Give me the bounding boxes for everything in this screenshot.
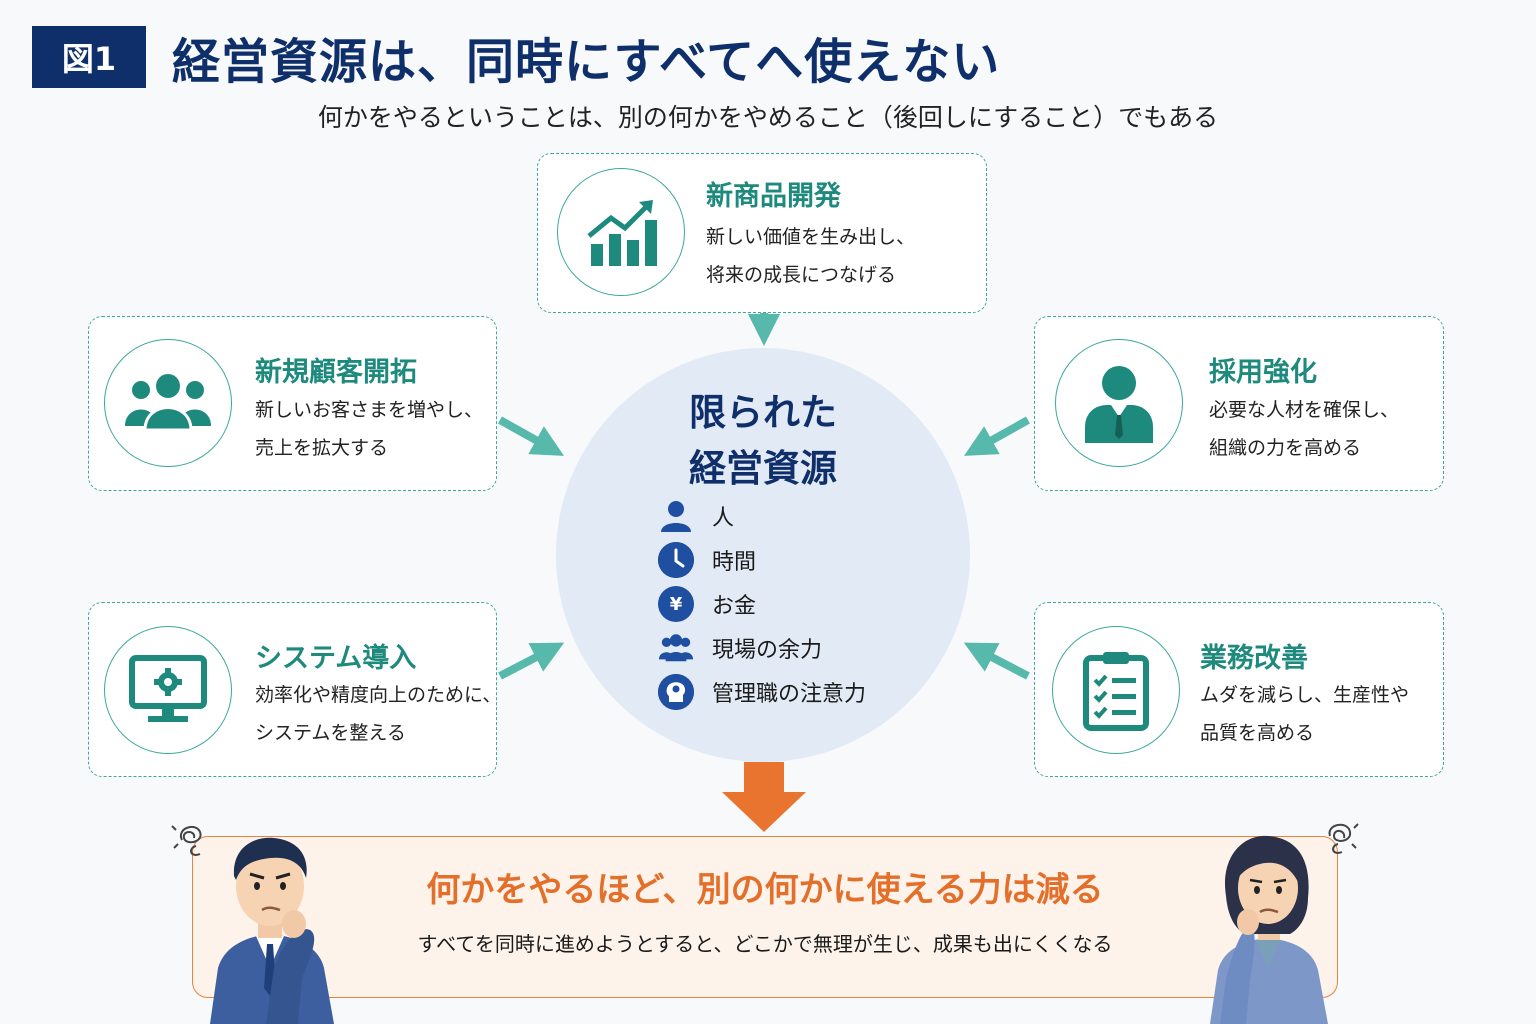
resource-list: 人 時間 ¥ お金 現場の余力 管理職の注意力: [658, 494, 866, 714]
figure-badge: 図1: [32, 26, 146, 88]
conclusion-box: [192, 836, 1338, 998]
resource-label: 管理職の注意力: [712, 682, 867, 707]
card-desc-line: 新しい価値を生み出し、: [706, 226, 916, 248]
card-desc-system: 効率化や精度向上のために、 システムを整える: [255, 676, 501, 752]
page-subtitle: 何かをやるということは、別の何かをやめること（後回しにすること）でもある: [317, 103, 1219, 132]
resource-item-time: 時間: [658, 538, 866, 582]
people-group-icon: [104, 339, 232, 467]
resource-item-field-capacity: 現場の余力: [658, 626, 866, 670]
businessperson-icon: [1055, 339, 1183, 467]
arrow-hiring: [964, 416, 1030, 456]
yen-icon: ¥: [658, 586, 694, 622]
card-desc-line: 将来の成長につなげる: [706, 264, 897, 286]
resource-item-money: ¥ お金: [658, 582, 866, 626]
arrow-improvement: [963, 642, 1030, 680]
card-title-system: システム導入: [255, 643, 417, 674]
center-resource-circle: [556, 348, 970, 762]
conclusion-title: 何かをやるほど、別の何かに使える力は減る: [426, 870, 1104, 910]
card-desc-new-product: 新しい価値を生み出し、 将来の成長につなげる: [706, 218, 915, 294]
card-desc-line: 品質を高める: [1200, 722, 1315, 744]
head-icon: [658, 674, 694, 710]
center-title: 限られた 経営資源: [556, 385, 970, 497]
conclusion-desc: すべてを同時に進めようとすると、どこかで無理が生じ、成果も出にくくなる: [417, 932, 1113, 956]
page-title: 経営資源は、同時にすべてへ使えない: [172, 34, 1001, 90]
person-icon: [658, 498, 694, 534]
clock-icon: [658, 542, 694, 578]
resource-label: お金: [712, 594, 757, 619]
card-title-new-product: 新商品開発: [706, 181, 841, 212]
card-title-improvement: 業務改善: [1200, 643, 1308, 674]
team-icon: [658, 630, 694, 666]
resource-item-manager-attention: 管理職の注意力: [658, 670, 866, 714]
card-desc-hiring: 必要な人材を確保し、 組織の力を高める: [1209, 391, 1399, 467]
arrow-system: [498, 642, 565, 680]
resource-label: 現場の余力: [712, 638, 823, 663]
card-desc-line: システムを整える: [255, 722, 406, 744]
center-title-line2: 経営資源: [689, 447, 837, 490]
card-desc-improvement: ムダを減らし、生産性や 品質を高める: [1200, 676, 1409, 752]
card-desc-line: 効率化や精度向上のために、: [255, 684, 502, 706]
card-desc-new-customer: 新しいお客さまを増やし、 売上を拡大する: [255, 391, 483, 467]
card-desc-line: 必要な人材を確保し、: [1209, 399, 1400, 421]
growth-chart-icon: [557, 168, 685, 296]
resource-label: 人: [712, 506, 735, 531]
worried-businesswoman-illustration: [1210, 823, 1359, 1024]
card-title-hiring: 採用強化: [1209, 357, 1317, 388]
confusion-scribble-icon: [171, 825, 202, 856]
worried-businessman-illustration: [171, 825, 334, 1024]
clipboard-checklist-icon: [1052, 626, 1180, 754]
confusion-scribble-icon: [1328, 823, 1359, 854]
monitor-gear-icon: [104, 626, 232, 754]
card-desc-line: ムダを減らし、生産性や: [1200, 684, 1410, 706]
resource-item-person: 人: [658, 494, 866, 538]
resource-label: 時間: [712, 550, 757, 575]
card-desc-line: 新しいお客さまを増やし、: [255, 399, 484, 421]
arrow-new-customer: [498, 416, 564, 456]
card-desc-line: 組織の力を高める: [1209, 437, 1362, 459]
card-desc-line: 売上を拡大する: [255, 437, 389, 459]
card-title-new-customer: 新規顧客開拓: [255, 357, 417, 388]
center-title-line1: 限られた: [689, 391, 837, 434]
arrow-down-conclusion: [722, 762, 806, 832]
